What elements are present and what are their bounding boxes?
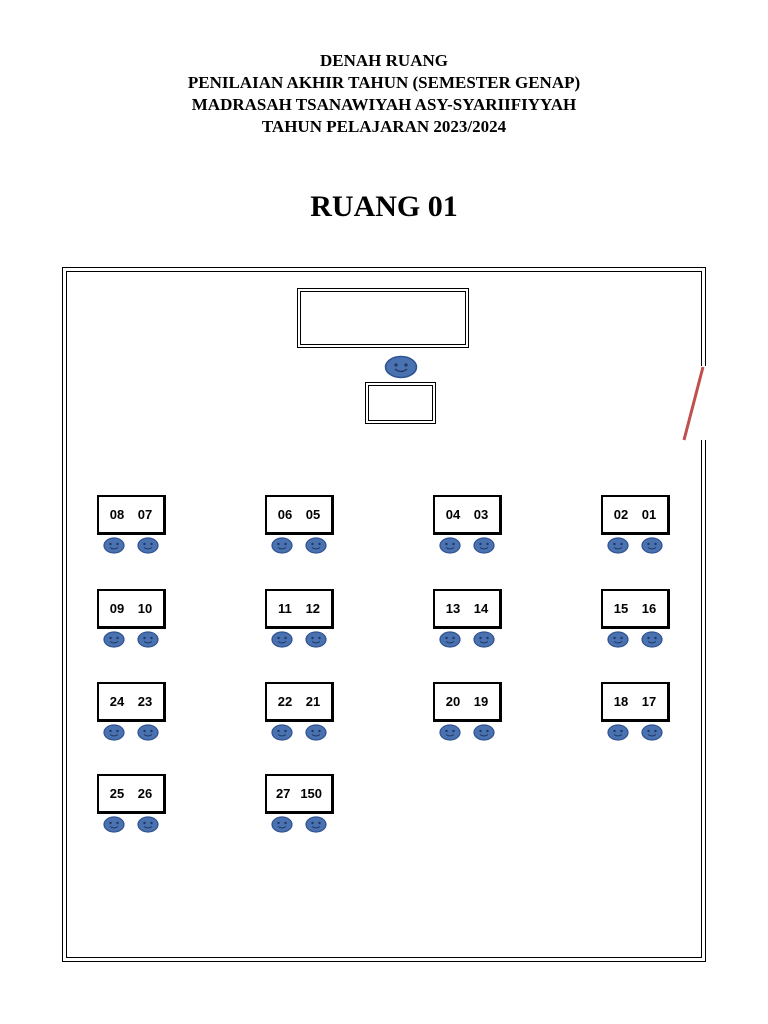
seat-number-right: 150 — [300, 786, 323, 801]
seat-number-right: 10 — [137, 601, 153, 616]
seat-number-right: 05 — [305, 507, 321, 522]
student-desk: 02 01 — [601, 495, 670, 535]
student-seat-icon — [137, 631, 159, 648]
student-seat-icon — [305, 631, 327, 648]
student-seat-icon — [271, 631, 293, 648]
student-desk: 27 150 — [265, 774, 334, 814]
student-seat-icon — [439, 537, 461, 554]
student-desk: 11 12 — [265, 589, 334, 629]
student-seat-icon — [305, 724, 327, 741]
whiteboard — [297, 288, 469, 348]
student-seat-icon — [137, 724, 159, 741]
header-exam-name: PENILAIAN AKHIR TAHUN (SEMESTER GENAP) — [187, 73, 581, 92]
seat-number-left: 09 — [109, 601, 125, 616]
student-seat-icon — [103, 724, 125, 741]
header-title: DENAH RUANG — [320, 51, 448, 70]
student-seat-icon — [641, 631, 663, 648]
student-desk: 25 26 — [97, 774, 166, 814]
student-desk: 13 14 — [433, 589, 502, 629]
header-school-name: MADRASAH TSANAWIYAH ASY-SYARIIFIYYAH — [191, 95, 577, 114]
seat-number-right: 07 — [137, 507, 153, 522]
student-seat-icon — [439, 724, 461, 741]
student-seat-icon — [607, 724, 629, 741]
student-seat-icon — [439, 631, 461, 648]
seat-number-left: 06 — [277, 507, 293, 522]
seat-number-left: 22 — [277, 694, 293, 709]
teacher-seat-icon — [384, 355, 418, 379]
seat-number-right: 01 — [641, 507, 657, 522]
seat-number-right: 14 — [473, 601, 489, 616]
student-seat-icon — [473, 724, 495, 741]
teacher-desk — [365, 382, 436, 424]
student-seat-icon — [641, 724, 663, 741]
seat-number-right: 16 — [641, 601, 657, 616]
seat-number-right: 17 — [641, 694, 657, 709]
student-seat-icon — [103, 816, 125, 833]
student-seat-icon — [473, 631, 495, 648]
seat-number-left: 20 — [445, 694, 461, 709]
student-desk: 08 07 — [97, 495, 166, 535]
student-desk: 09 10 — [97, 589, 166, 629]
student-seat-icon — [607, 537, 629, 554]
student-seat-icon — [103, 631, 125, 648]
seat-number-left: 24 — [109, 694, 125, 709]
student-seat-icon — [607, 631, 629, 648]
student-seat-icon — [271, 724, 293, 741]
seat-number-left: 04 — [445, 507, 461, 522]
student-desk: 22 21 — [265, 682, 334, 722]
student-seat-icon — [137, 537, 159, 554]
seat-number-right: 03 — [473, 507, 489, 522]
seat-number-left: 27 — [275, 786, 291, 801]
student-seat-icon — [271, 816, 293, 833]
room-outline — [62, 267, 706, 962]
student-seat-icon — [103, 537, 125, 554]
seat-number-left: 25 — [109, 786, 125, 801]
seat-number-right: 12 — [305, 601, 321, 616]
student-desk: 24 23 — [97, 682, 166, 722]
room-title: RUANG 01 — [310, 190, 458, 223]
student-seat-icon — [271, 537, 293, 554]
seat-number-right: 23 — [137, 694, 153, 709]
page-header: DENAH RUANG PENILAIAN AKHIR TAHUN (SEMES… — [0, 50, 768, 138]
student-desk: 04 03 — [433, 495, 502, 535]
seat-number-right: 19 — [473, 694, 489, 709]
student-seat-icon — [305, 537, 327, 554]
seat-number-left: 02 — [613, 507, 629, 522]
student-seat-icon — [305, 816, 327, 833]
seat-number-left: 15 — [613, 601, 629, 616]
student-seat-icon — [641, 537, 663, 554]
seat-number-left: 11 — [277, 601, 292, 616]
seat-number-right: 21 — [305, 694, 321, 709]
student-seat-icon — [473, 537, 495, 554]
seat-number-right: 26 — [137, 786, 153, 801]
seat-number-left: 18 — [613, 694, 629, 709]
student-seat-icon — [137, 816, 159, 833]
seat-number-left: 13 — [445, 601, 461, 616]
room-inner-wall — [66, 271, 702, 958]
header-academic-year: TAHUN PELAJARAN 2023/2024 — [261, 117, 507, 136]
seat-number-left: 08 — [109, 507, 125, 522]
student-desk: 06 05 — [265, 495, 334, 535]
door-opening — [697, 366, 709, 440]
